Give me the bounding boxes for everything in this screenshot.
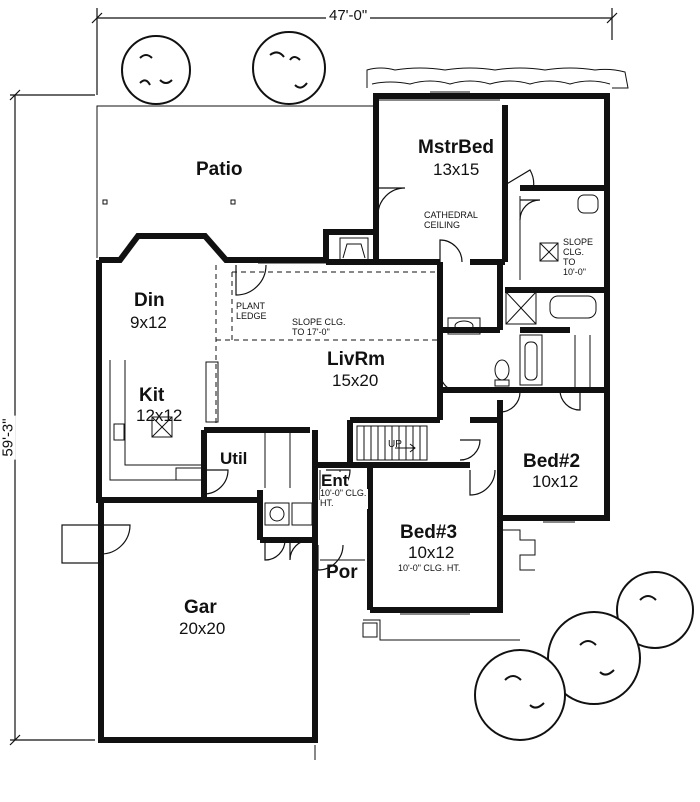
room-patio-name: Patio [196, 159, 243, 180]
room-kitchen-name: Kit [139, 385, 165, 406]
room-garage-name: Gar [184, 597, 217, 618]
bath-slope-note: SLOPE CLG. TO 10'-0" [563, 237, 594, 277]
room-master-bed-size: 13x15 [433, 160, 480, 179]
stair-label: UP [388, 439, 402, 450]
room-dining-size: 9x12 [130, 313, 167, 332]
room-living-name: LivRm [327, 349, 386, 370]
depth-dimension: 59'-3" [0, 415, 17, 460]
hedge [366, 67, 629, 89]
room-porch-name: Por [326, 562, 358, 583]
room-dining-name: Din [134, 290, 165, 311]
tree-icons [121, 31, 694, 741]
room-bed2-size: 10x12 [532, 472, 579, 491]
plant-ledge-note: PLANT LEDGE [236, 301, 267, 321]
room-entry-name: Ent [321, 471, 349, 490]
room-master-bed-note: CATHEDRAL CEILING [424, 210, 478, 230]
room-master-bed-name: MstrBed [418, 137, 495, 158]
room-bed3-name: Bed#3 [400, 522, 458, 543]
room-bed3-size: 10x12 [408, 543, 455, 562]
walls [96, 93, 610, 743]
room-living-size: 15x20 [332, 371, 379, 390]
room-entry-note: 10'-0" CLG. HT. [320, 488, 368, 509]
doors [61, 169, 581, 743]
room-living-note: SLOPE CLG. TO 17'-0" [292, 317, 346, 337]
room-bed2-name: Bed#2 [523, 451, 581, 472]
room-garage-size: 20x20 [179, 619, 226, 638]
patio-outline [96, 105, 376, 258]
detail-lines [109, 91, 599, 760]
room-utility-name: Util [220, 449, 248, 468]
width-dimension: 47'-0" [326, 8, 371, 23]
room-bed3-note: 10'-0" CLG. HT. [398, 563, 461, 573]
room-kitchen-size: 12x12 [136, 406, 183, 425]
